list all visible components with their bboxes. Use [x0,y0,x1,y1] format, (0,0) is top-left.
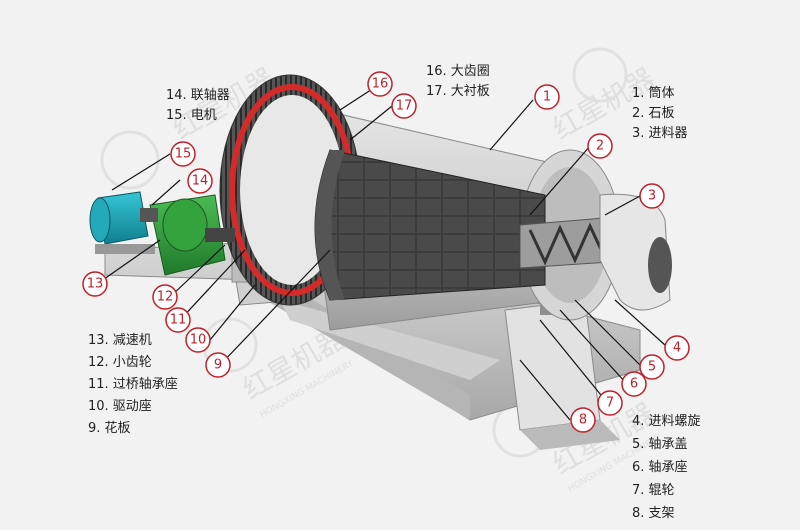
legend-bottom-left: 13. 减速机 12. 小齿轮 11. 过桥轴承座 10. 驱动座 9. 花板 [88,330,178,440]
legend-bottom-right: 4. 进料螺旋 5. 轴承盖 6. 轴承座 7. 辊轮 8. 支架 [632,410,701,525]
legend-item: 3. 进料器 [632,126,688,141]
callout-1: 1 [534,84,560,110]
legend-item: 6. 轴承座 [632,460,688,475]
callout-15: 15 [170,141,196,167]
callouts: 1 2 3 4 5 6 7 8 9 10 11 12 13 14 15 16 1… [82,71,690,433]
svg-text:16: 16 [372,77,389,92]
mill-liner [314,149,546,301]
legend-item: 13. 减速机 [88,333,152,348]
legend-item: 9. 花板 [88,421,131,436]
legend-item: 17. 大衬板 [426,84,490,99]
legend-item: 16. 大齿圈 [426,64,490,79]
callout-5: 5 [639,354,665,380]
svg-text:17: 17 [396,99,413,114]
svg-text:6: 6 [630,377,638,392]
legend-item: 1. 筒体 [632,86,675,101]
svg-text:10: 10 [190,333,207,348]
callout-6: 6 [621,371,647,397]
svg-text:11: 11 [170,313,187,328]
feeder [599,193,672,311]
legend-item: 4. 进料螺旋 [632,414,701,429]
legend-item: 12. 小齿轮 [88,355,152,370]
callout-11: 11 [165,307,191,333]
callout-9: 9 [205,352,231,378]
svg-text:1: 1 [543,90,551,105]
callout-14: 14 [187,168,213,194]
callout-10: 10 [185,327,211,353]
svg-text:12: 12 [157,290,174,305]
legend-top-left: 14. 联轴器 15. 电机 [166,86,230,126]
callout-12: 12 [152,284,178,310]
svg-text:8: 8 [579,413,587,428]
legend-item: 15. 电机 [166,108,217,123]
svg-text:5: 5 [648,360,656,375]
legend-item: 7. 辊轮 [632,483,675,498]
callout-13: 13 [82,271,108,297]
svg-text:15: 15 [175,147,192,162]
legend-top-right: 1. 筒体 2. 石板 3. 进料器 [632,84,688,144]
legend-item: 10. 驱动座 [88,399,152,414]
legend-top-mid: 16. 大齿圈 17. 大衬板 [426,62,490,102]
svg-text:3: 3 [648,189,656,204]
callout-16: 16 [367,71,393,97]
legend-item: 11. 过桥轴承座 [88,377,178,392]
svg-text:4: 4 [673,341,681,356]
svg-text:9: 9 [214,358,222,373]
callout-7: 7 [597,390,623,416]
callout-2: 2 [587,133,613,159]
reducer [149,194,235,276]
callout-8: 8 [570,407,596,433]
legend-item: 14. 联轴器 [166,88,230,103]
motor [89,191,158,254]
callout-3: 3 [639,183,665,209]
leader-lines [96,83,666,421]
svg-text:13: 13 [87,277,104,292]
svg-text:2: 2 [596,139,604,154]
callout-17: 17 [391,93,417,119]
legend-item: 8. 支架 [632,506,675,521]
svg-text:14: 14 [192,174,209,189]
legend-item: 5. 轴承盖 [632,437,688,452]
callout-4: 4 [664,335,690,361]
svg-text:7: 7 [606,396,614,411]
legend-item: 2. 石板 [632,106,675,121]
